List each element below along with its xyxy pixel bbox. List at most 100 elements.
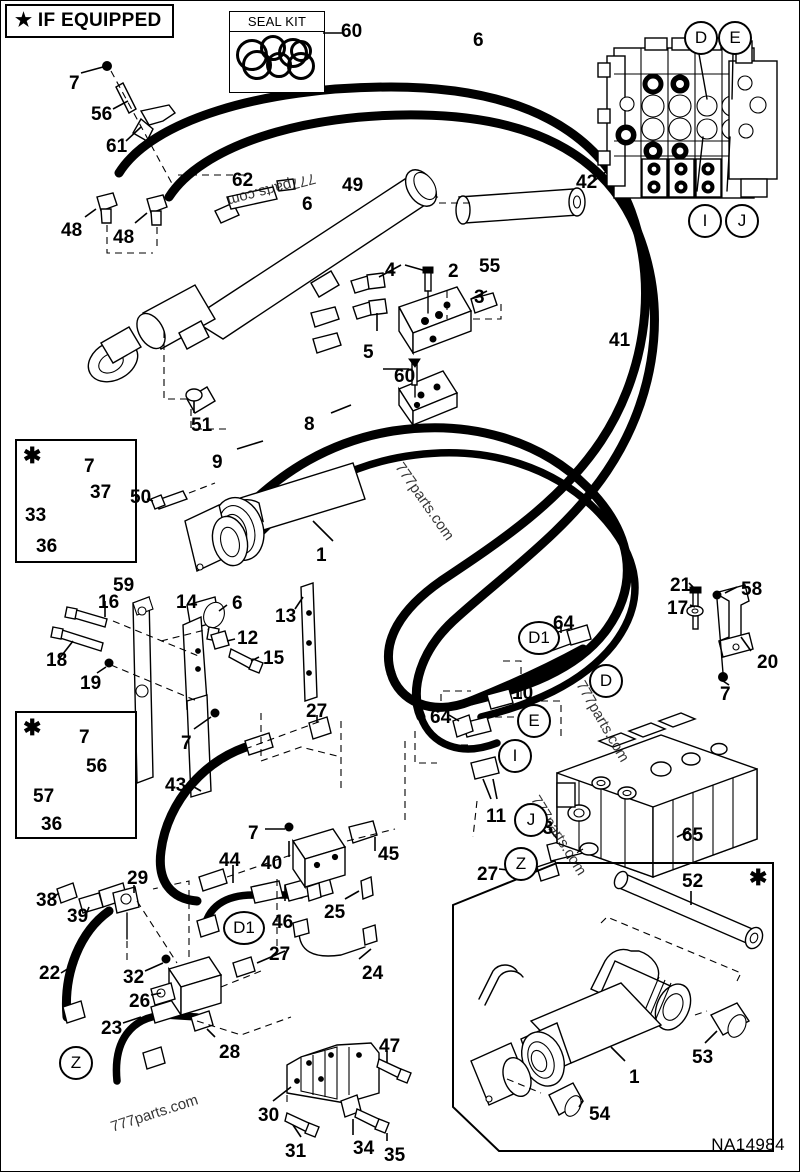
inset-callout-7: 7 xyxy=(79,727,90,748)
callout-27: 27 xyxy=(306,701,328,722)
bracket-20-group xyxy=(686,582,754,686)
callout-28: 28 xyxy=(219,1042,241,1063)
callout-27: 27 xyxy=(477,864,499,885)
inset-callout-36: 36 xyxy=(41,814,63,835)
seal-kit-rings xyxy=(230,32,324,84)
callout-3: 3 xyxy=(474,287,485,308)
callout-6: 6 xyxy=(232,593,243,614)
callout-39: 39 xyxy=(67,906,89,927)
reference-circle-J: J xyxy=(725,204,759,238)
callout-60: 60 xyxy=(394,366,416,387)
callout-22: 22 xyxy=(39,963,61,984)
callout-59: 59 xyxy=(113,575,135,596)
reference-circle-D2: D xyxy=(589,664,623,698)
reference-circle-E2: E xyxy=(517,704,551,738)
inset-callout-57: 57 xyxy=(33,786,55,807)
lower-valve-group xyxy=(340,624,758,882)
callout-30: 30 xyxy=(258,1105,280,1126)
reference-circle-D: D xyxy=(684,21,718,55)
inset-callout-37: 37 xyxy=(90,482,112,503)
callout-25: 25 xyxy=(324,902,346,923)
control-valve-block-top xyxy=(589,37,778,199)
callout-65: 65 xyxy=(682,825,704,846)
if-equipped-header: ★ IF EQUIPPED xyxy=(5,4,174,38)
reference-circle-D1b: D1 xyxy=(223,911,265,945)
callout-sealkit-60: 60 xyxy=(341,21,363,42)
callout-17: 17 xyxy=(667,598,689,619)
bracket-30-group xyxy=(272,1042,412,1141)
cylinder-49-55 xyxy=(57,169,586,494)
callout-13: 13 xyxy=(275,606,297,627)
seal-kit-box: SEAL KIT xyxy=(229,11,325,93)
inset-star-bottom-right: ✱ xyxy=(749,865,768,890)
callout-38: 38 xyxy=(36,890,58,911)
drawing-number: NA14984 xyxy=(711,1135,785,1154)
inset-box-bottom-right-outline xyxy=(452,862,774,1152)
inset-callout-33: 33 xyxy=(25,505,47,526)
callout-62: 62 xyxy=(232,170,254,191)
callout-40: 40 xyxy=(261,853,283,874)
reference-circle-D1a: D1 xyxy=(518,621,560,655)
callout-29: 29 xyxy=(127,868,149,889)
callout-8: 8 xyxy=(304,414,315,435)
callout-1: 1 xyxy=(629,1067,640,1088)
callout-35: 35 xyxy=(384,1145,406,1166)
callout-20: 20 xyxy=(757,652,779,673)
callout-10: 10 xyxy=(512,683,534,704)
callout-54: 54 xyxy=(589,1104,611,1125)
inset-star-left-lower: ✱ xyxy=(23,715,42,740)
callout-51: 51 xyxy=(191,415,213,436)
main-cylinder-1 xyxy=(146,388,366,572)
callout-9: 9 xyxy=(212,452,223,473)
callout-19: 19 xyxy=(80,673,102,694)
callout-34: 34 xyxy=(353,1138,375,1159)
callout-12: 12 xyxy=(237,628,259,649)
reference-circle-E: E xyxy=(718,21,752,55)
callout-56: 56 xyxy=(91,104,113,125)
callout-53: 53 xyxy=(692,1047,714,1068)
callout-16: 16 xyxy=(98,592,120,613)
callout-7: 7 xyxy=(181,733,192,754)
callout-6: 6 xyxy=(473,30,484,51)
callout-7: 7 xyxy=(69,73,80,94)
callout-61: 61 xyxy=(106,136,128,157)
callout-21: 21 xyxy=(670,575,692,596)
callout-6: 6 xyxy=(302,194,313,215)
inset-callout-36: 36 xyxy=(36,536,58,557)
inset-callout-56: 56 xyxy=(86,756,108,777)
callout-15: 15 xyxy=(263,648,285,669)
callout-23: 23 xyxy=(101,1018,123,1039)
sealkit-leader xyxy=(323,32,343,34)
callout-52: 52 xyxy=(682,871,704,892)
callout-42: 42 xyxy=(576,172,598,193)
callout-58: 58 xyxy=(741,579,763,600)
callout-18: 18 xyxy=(46,650,68,671)
callout-45: 45 xyxy=(378,844,400,865)
callout-32: 32 xyxy=(123,967,145,988)
callout-5: 5 xyxy=(363,342,374,363)
reference-circle-I: I xyxy=(688,204,722,238)
callout-14: 14 xyxy=(176,592,198,613)
inset-box-left-upper xyxy=(15,439,137,563)
reference-circle-Z2: Z xyxy=(59,1046,93,1080)
callout-49: 49 xyxy=(342,175,364,196)
inset-callout-7: 7 xyxy=(84,456,95,477)
hose-22-23-group xyxy=(50,880,292,1085)
callout-7: 7 xyxy=(720,684,731,705)
callout-55: 55 xyxy=(479,256,501,277)
callout-31: 31 xyxy=(285,1141,307,1162)
callout-64: 64 xyxy=(553,613,575,634)
callout-47: 47 xyxy=(379,1036,401,1057)
callout-48: 48 xyxy=(113,227,135,248)
callout-24: 24 xyxy=(362,963,384,984)
callout-1: 1 xyxy=(316,545,327,566)
callout-4: 4 xyxy=(385,260,396,281)
callout-44: 44 xyxy=(219,850,241,871)
reference-circle-I2: I xyxy=(498,739,532,773)
callout-27: 27 xyxy=(269,944,291,965)
callout-50: 50 xyxy=(130,487,152,508)
seal-kit-title: SEAL KIT xyxy=(230,12,324,32)
callout-64: 64 xyxy=(430,707,452,728)
callout-43: 43 xyxy=(165,775,187,796)
